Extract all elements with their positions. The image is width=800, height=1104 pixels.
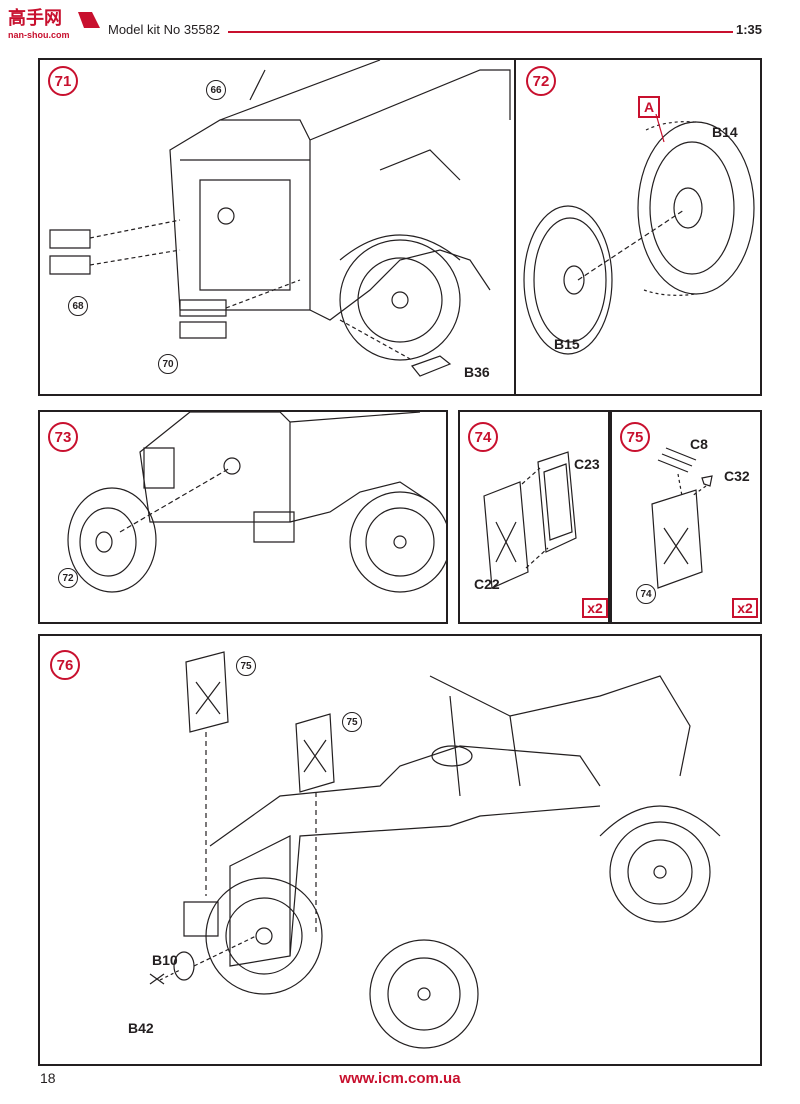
step-number-72: 72: [526, 66, 556, 96]
ref-step-72: 72: [58, 568, 78, 588]
part-c22: C22: [474, 576, 500, 592]
kit-title: Model kit No 35582: [108, 22, 221, 37]
part-c32: C32: [724, 468, 750, 484]
ref-step-74: 74: [636, 584, 656, 604]
part-b14: B14: [712, 124, 738, 140]
step-number-71: 71: [48, 66, 78, 96]
part-b42: B42: [128, 1020, 154, 1036]
step-73-panel: 73 72: [38, 410, 448, 624]
step-73-illustration: [40, 412, 446, 622]
part-b15: B15: [554, 336, 580, 352]
kit-scale: 1:35: [736, 22, 763, 37]
step-72-illustration: [516, 60, 760, 394]
step-76-panel: 76 75 75 B10 B42: [38, 634, 762, 1066]
step-76-illustration: [40, 636, 760, 1064]
step-71-illustration: [40, 60, 514, 394]
step-number-75: 75: [620, 422, 650, 452]
logo-mark-icon: [78, 12, 100, 28]
subassembly-a-box: A: [638, 96, 660, 118]
logo-url: nan-shou.com: [8, 30, 70, 40]
multiplier-badge: x2: [582, 598, 608, 618]
step-74-panel: 74 C23 C22 x2: [458, 410, 610, 624]
ref-step-70: 70: [158, 354, 178, 374]
logo-text: 高手网: [8, 7, 62, 28]
step-75-panel: 75 C8 C32 74 x2: [610, 410, 762, 624]
step-number-74: 74: [468, 422, 498, 452]
step-72-panel: 72 A B14 B15: [514, 58, 762, 396]
part-b36: B36: [464, 364, 490, 380]
step-71-panel: 71 66 68 70 B36: [38, 58, 516, 396]
ref-step-75: 75: [342, 712, 362, 732]
ref-step-68: 68: [68, 296, 88, 316]
header-divider: [228, 31, 733, 33]
step-number-73: 73: [48, 422, 78, 452]
page-number: 18: [40, 1070, 56, 1086]
part-b10: B10: [152, 952, 178, 968]
publisher-logo: 高手网 nan-shou.com: [4, 4, 104, 46]
step-75-illustration: [612, 412, 760, 622]
step-74-illustration: [460, 412, 608, 622]
website-link[interactable]: www.icm.com.ua: [339, 1070, 461, 1087]
ref-step-66: 66: [206, 80, 226, 100]
multiplier-badge: x2: [732, 598, 758, 618]
part-c8: C8: [690, 436, 708, 452]
part-c23: C23: [574, 456, 600, 472]
step-number-76: 76: [50, 650, 80, 680]
ref-step-75: 75: [236, 656, 256, 676]
